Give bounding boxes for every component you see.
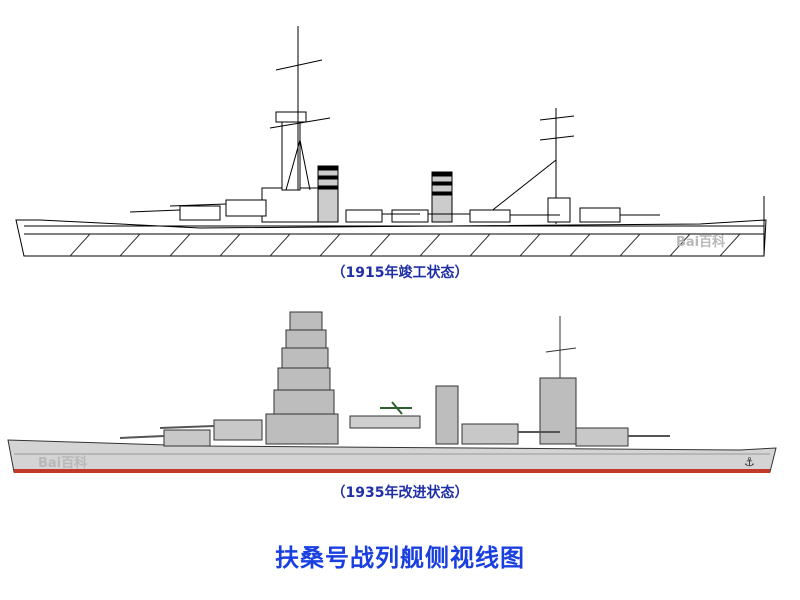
- caption-1915: （1915年竣工状态）: [331, 265, 469, 281]
- hull-hatching: [69, 233, 741, 257]
- seaplane: [380, 401, 412, 415]
- bridge-top: [275, 111, 307, 123]
- funnel-1: [317, 165, 339, 223]
- gun-barrels-1935: [119, 425, 670, 439]
- caption-1935: （1935年改进状态）: [331, 485, 469, 501]
- anchor-icon: ⚓: [744, 455, 755, 469]
- waterline-1935: [14, 469, 770, 473]
- pagoda-tower: [265, 311, 339, 445]
- turrets-1935: [163, 419, 629, 447]
- watermark-top: Bai百科: [676, 235, 726, 250]
- hull-1935: [7, 439, 777, 473]
- gun-barrels-1915: [129, 203, 660, 216]
- fore-bridge: [281, 119, 301, 191]
- funnel-1935: [435, 385, 459, 445]
- fore-superstructure: [261, 187, 319, 223]
- watermark-bottom: Bai百科: [38, 456, 88, 471]
- after-tower: [539, 377, 577, 445]
- ship-1935-drawing: ⚓: [7, 311, 777, 473]
- figure-title: 扶桑号战列舰侧视线图: [275, 544, 525, 572]
- turrets-1915: [179, 199, 621, 223]
- ship-1915-drawing: [15, 26, 767, 257]
- catapult-platform: [349, 415, 421, 429]
- hull-1915: [15, 219, 767, 257]
